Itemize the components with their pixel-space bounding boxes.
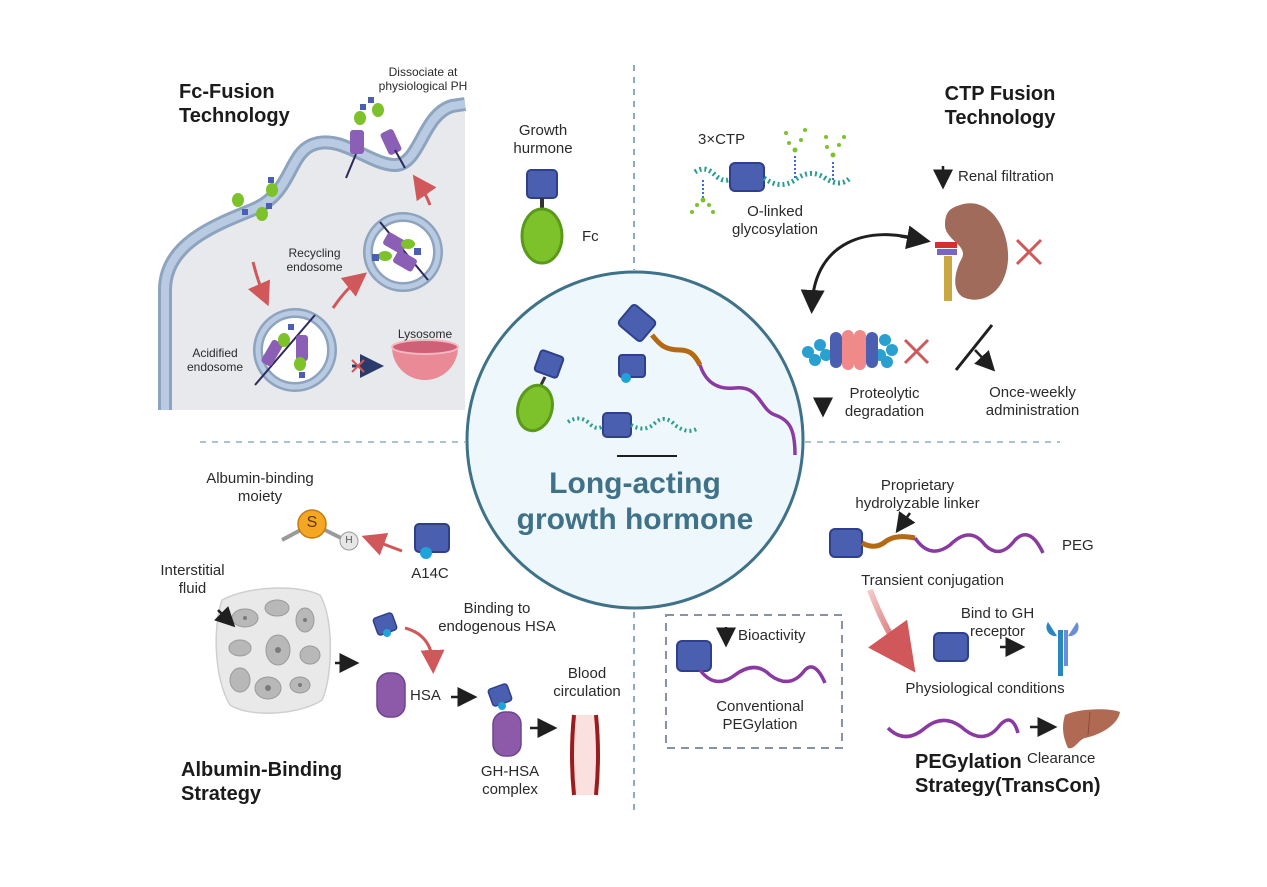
recycling-endosome-label: Recycling endosome: [286, 246, 343, 274]
fc-fusion-title: Fc-Fusion Technology: [179, 80, 290, 128]
syringe-injection-icon: [954, 324, 996, 372]
albumin-moiety-label: Albumin-binding moiety: [206, 470, 314, 505]
center-fc-gh-icon: [516, 349, 565, 433]
linker-pointer-arrow: [895, 511, 916, 534]
conventional-pegylation-label: Conventional PEGylation: [716, 698, 804, 733]
center-albumin-gh-icon: [618, 354, 646, 383]
released-peg-icon: [886, 718, 1020, 739]
sulfur-atom-label: S: [306, 514, 318, 531]
gh-fc-legend-icon: [520, 169, 564, 265]
bioactivity-label: Bioactivity: [738, 627, 806, 644]
center-pegylated-gh-icon: [617, 304, 797, 456]
conventional-pegylation-box: [665, 614, 843, 749]
clearance-label: Clearance: [1027, 750, 1096, 767]
linker-label: Proprietary hydrolyzable linker: [855, 477, 980, 512]
liver-icon: [1063, 709, 1120, 749]
pegylation-title: PEGylation Strategy(TransCon): [915, 751, 1101, 797]
hsa-protein-icon: [376, 672, 406, 718]
fc-gh-molecules-extracellular: [232, 97, 406, 221]
binding-to-hsa-arrow: [404, 626, 445, 674]
a14c-gh-icon: [414, 523, 450, 559]
fc-label: Fc: [582, 228, 599, 245]
albumin-binding-title: Albumin-Binding Strategy: [181, 759, 343, 805]
fc-cell-illustration: [158, 97, 467, 410]
ctp-fusion-molecule: [690, 128, 852, 214]
kidney-icon: [935, 203, 1009, 301]
o-linked-label: O-linked glycosylation: [732, 203, 818, 238]
red-x-protease-icon: [903, 338, 930, 365]
growth-hormone-label: Growth hurmone: [513, 122, 573, 157]
fc-title-line1: Fc-Fusion: [179, 81, 275, 103]
lysosome-icon: [391, 339, 459, 380]
interstitial-tissue-icon: [215, 587, 332, 714]
interstitial-arrow: [214, 606, 236, 628]
ctp-label: 3×CTP: [698, 131, 746, 148]
binding-hsa-label: Binding to endogenous HSA: [438, 600, 556, 635]
acidified-endosome: [253, 308, 337, 392]
transient-conjugation-arrow: [867, 588, 916, 673]
gh-hsa-complex-label: GH-HSA complex: [480, 763, 540, 798]
bind-receptor-label: Bind to GH receptor: [960, 605, 1035, 640]
blood-circulation-label: Blood circulation: [553, 665, 621, 700]
red-x-kidney-icon: [1015, 238, 1043, 266]
protease-complex-icon: [802, 330, 898, 370]
curved-bidirectional-arrow: [800, 225, 931, 314]
quadrant-dividers: [200, 65, 1060, 815]
free-albumin-gh-icon: [372, 612, 398, 637]
center-ctp-gh-icon: [566, 412, 700, 438]
hydrogen-atom-label: H: [345, 535, 353, 546]
a14c-to-moiety-arrow: [361, 533, 403, 556]
renal-filtration-label: Renal filtration: [958, 168, 1054, 185]
physiological-conditions-label: Physiological conditions: [905, 680, 1065, 697]
ctp-fusion-title: CTP Fusion Technology: [944, 83, 1056, 129]
center-title: Long-acting growth hormone: [516, 467, 754, 536]
fc-pathway-arrows: [247, 174, 437, 378]
hsa-label: HSA: [410, 687, 441, 704]
fc-title-line2: Technology: [179, 105, 290, 127]
acidified-endosome-label: Acidified endosome: [186, 346, 244, 374]
recycling-endosome: [363, 212, 443, 292]
transient-conjugation-label: Transient conjugation: [861, 572, 1004, 589]
once-weekly-label: Once-weekly administration: [985, 384, 1080, 419]
peg-label: PEG: [1062, 537, 1094, 554]
transcon-molecule-icon: [829, 528, 1045, 558]
proteolytic-label: Proteolytic degradation: [844, 385, 925, 420]
dissociate-label: Dissociate at physiological PH: [378, 65, 468, 93]
free-gh-icon: [933, 632, 969, 662]
albumin-binding-moiety-icon: [281, 509, 359, 551]
gh-hsa-complex-icon: [487, 683, 522, 757]
gh-receptor-icon: [1046, 622, 1079, 676]
a14c-label: A14C: [411, 565, 449, 582]
lysosome-label: Lysosome: [397, 327, 453, 341]
blood-vessel-icon: [570, 714, 600, 796]
interstitial-fluid-label: Interstitial fluid: [160, 562, 225, 597]
